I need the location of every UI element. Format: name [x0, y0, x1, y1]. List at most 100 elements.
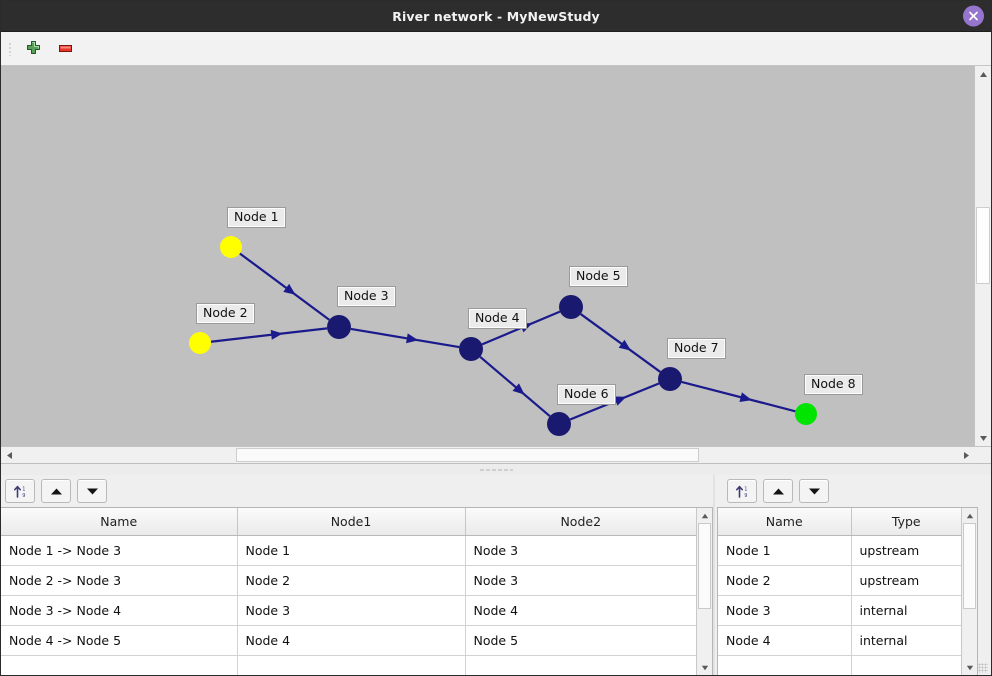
node-label-node-6[interactable]: Node 6 [557, 384, 616, 405]
branch-scroll-down-icon[interactable] [697, 660, 712, 675]
graph-vscroll-thumb[interactable] [976, 207, 990, 284]
move-branch-down-button[interactable] [77, 479, 107, 503]
table-cell[interactable] [237, 655, 466, 675]
table-cell[interactable]: Node 1 [237, 535, 466, 566]
graph-edge[interactable] [580, 313, 661, 373]
graph-node-node-3[interactable] [327, 315, 351, 339]
node-label-node-5[interactable]: Node 5 [569, 266, 628, 287]
table-cell[interactable]: Node 4 -> Node 5 [1, 625, 238, 656]
horizontal-splitter[interactable] [1, 463, 991, 475]
table-cell[interactable]: internal [851, 625, 961, 656]
graph-node-node-7[interactable] [658, 367, 682, 391]
branch-table-scrollbar[interactable] [696, 508, 712, 675]
branch-scroll-track[interactable] [697, 523, 712, 660]
scroll-right-icon[interactable] [958, 447, 974, 463]
table-cell[interactable]: upstream [851, 535, 961, 566]
graph-edge[interactable] [479, 355, 551, 418]
table-cell[interactable]: Node 2 -> Node 3 [1, 565, 238, 596]
scroll-up-icon[interactable] [975, 66, 991, 82]
vertical-splitter[interactable] [713, 475, 715, 675]
scroll-left-icon[interactable] [1, 447, 17, 463]
column-header-type[interactable]: Type [851, 508, 961, 536]
node-scroll-thumb[interactable] [963, 523, 976, 609]
table-cell[interactable]: Node 2 [237, 565, 466, 596]
graph-node-node-2[interactable] [189, 332, 211, 354]
move-node-up-button[interactable] [763, 479, 793, 503]
table-cell[interactable]: Node 4 [465, 595, 696, 626]
plus-icon [26, 41, 40, 54]
graph-edge[interactable] [239, 252, 331, 321]
graph-hscroll-thumb[interactable] [236, 448, 699, 462]
graph-horizontal-scrollbar[interactable] [1, 446, 991, 463]
table-cell[interactable]: upstream [851, 565, 961, 596]
graph-node-node-1[interactable] [220, 236, 242, 258]
table-cell[interactable]: Node 1 [718, 535, 852, 566]
node-label-node-1[interactable]: Node 1 [227, 207, 286, 228]
river-network-graph[interactable]: Node 1 Node 2 Node 3 Node 4 Node 5 Node 6 Node… [1, 66, 974, 446]
table-cell[interactable]: Node 3 [465, 565, 696, 596]
graph-edge[interactable] [210, 327, 328, 343]
scroll-down-icon[interactable] [975, 430, 991, 446]
table-cell[interactable]: Node 1 -> Node 3 [1, 535, 238, 566]
table-cell[interactable]: Node 5 [465, 625, 696, 656]
column-header-name[interactable]: Name [718, 508, 852, 536]
node-label-node-7[interactable]: Node 7 [667, 338, 726, 359]
add-node-button[interactable] [17, 35, 49, 63]
table-cell[interactable]: Node 4 [718, 625, 852, 656]
table-cell[interactable]: Node 3 [718, 595, 852, 626]
node-table-scrollbar[interactable] [961, 508, 977, 675]
table-cell[interactable]: Node 3 -> Node 4 [1, 595, 238, 626]
table-cell[interactable]: Node 3 [237, 595, 466, 626]
graph-node-node-4[interactable] [459, 337, 483, 361]
node-scroll-track[interactable] [962, 523, 977, 660]
node-label-node-4[interactable]: Node 4 [468, 308, 527, 329]
graph-hscroll-track[interactable] [17, 447, 958, 463]
move-branch-up-button[interactable] [41, 479, 71, 503]
table-cell[interactable] [718, 655, 852, 675]
graph-vscroll-track[interactable] [975, 82, 991, 430]
table-cell[interactable] [851, 655, 961, 675]
toolbar-drag-handle[interactable] [5, 39, 14, 59]
graph-node-node-5[interactable] [559, 295, 583, 319]
branch-scroll-thumb[interactable] [698, 523, 711, 609]
node-label-node-3[interactable]: Node 3 [337, 286, 396, 307]
node-label-node-2[interactable]: Node 2 [196, 303, 255, 324]
sort-branches-button[interactable]: 1 9 [5, 479, 35, 503]
remove-node-button[interactable] [49, 35, 81, 63]
graph-vertical-scrollbar[interactable] [974, 66, 991, 446]
sort-nodes-button[interactable]: 1 9 [727, 479, 757, 503]
column-header-node1[interactable]: Node1 [237, 508, 466, 536]
graph-edge[interactable] [681, 380, 796, 413]
table-cell[interactable]: Node 3 [465, 535, 696, 566]
graph-node-node-6[interactable] [547, 412, 571, 436]
close-icon[interactable] [963, 5, 984, 27]
table-cell[interactable]: Node 2 [718, 565, 852, 596]
branch-scroll-up-icon[interactable] [697, 508, 712, 523]
window-resize-grip[interactable] [978, 663, 988, 673]
node-scroll-down-icon[interactable] [962, 660, 977, 675]
node-table-row[interactable] [718, 655, 961, 675]
graph-node-node-8[interactable] [795, 403, 817, 425]
column-header-name[interactable]: Name [1, 508, 238, 536]
branch-table-row[interactable] [1, 655, 696, 675]
node-label-node-8[interactable]: Node 8 [804, 374, 863, 395]
move-node-down-button[interactable] [799, 479, 829, 503]
table-cell[interactable]: internal [851, 595, 961, 626]
graph-edge[interactable] [350, 327, 460, 349]
table-cell[interactable]: Node 4 [237, 625, 466, 656]
node-scroll-up-icon[interactable] [962, 508, 977, 523]
svg-text:9: 9 [22, 493, 25, 499]
column-header-node2[interactable]: Node2 [465, 508, 696, 536]
table-cell[interactable] [1, 655, 238, 675]
svg-text:9: 9 [744, 493, 747, 499]
table-cell[interactable] [465, 655, 696, 675]
